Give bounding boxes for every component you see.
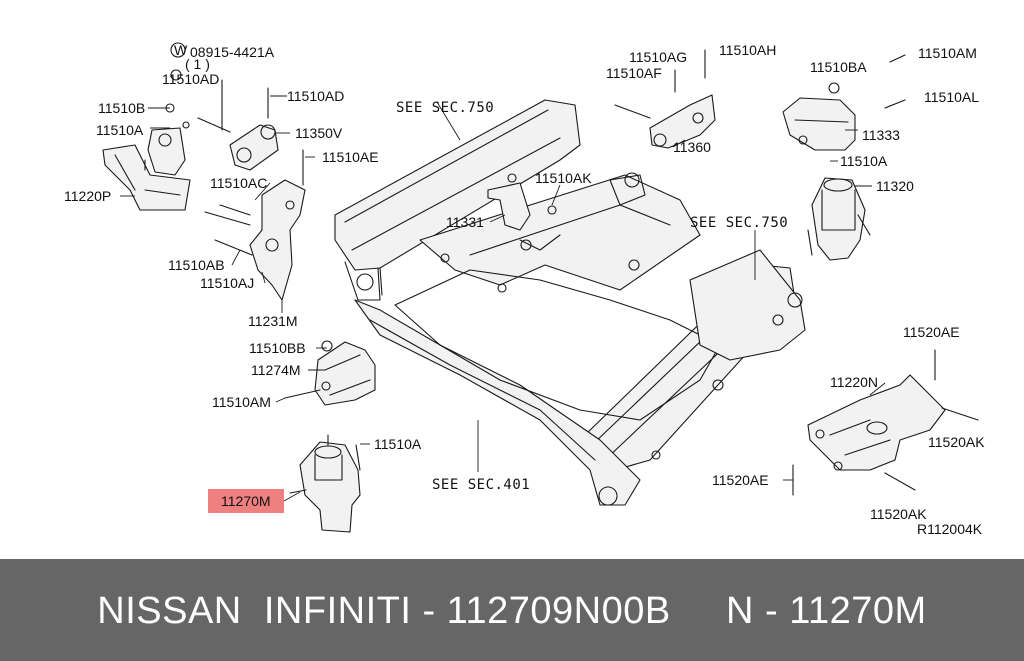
callout-11360: 11360 (673, 139, 711, 155)
callout-11510A-a: 11510A (96, 122, 144, 138)
callout-11510A-b: 11510A (374, 436, 422, 452)
callout-11520AK-a: 11520AK (928, 434, 985, 450)
callout-11350V: 11350V (295, 125, 343, 141)
part-11333 (782, 54, 906, 151)
callout-11520AE-a: 11520AE (903, 324, 960, 340)
callout-11510AE: 11510AE (322, 149, 379, 165)
callout-11220P: 11220P (64, 188, 111, 204)
part-11331-bracket (487, 173, 557, 231)
callout-11510AL: 11510AL (924, 89, 979, 105)
callout-11510AM-a: 11510AM (212, 394, 271, 410)
callout-11231M: 11231M (248, 313, 298, 329)
callout-11510AH: 11510AH (719, 42, 776, 58)
callout-11510B: 11510B (98, 100, 145, 116)
callout-11510AD-b: 11510AD (287, 88, 344, 104)
callout-11510AK: 11510AK (535, 170, 592, 186)
callout-11520AK-b: 11520AK (870, 506, 927, 522)
callout-11510AF: 11510AF (606, 65, 662, 81)
callout-11510AM-b: 11510AM (918, 45, 977, 61)
callout-11520AE-b: 11520AE (712, 472, 769, 488)
diagram-drawing: W 08915-4421A ( 1 ) 11510AD 11510B 11510… (64, 42, 985, 537)
callout-11510AD-a: 11510AD (162, 71, 219, 87)
part-11231M (204, 149, 306, 301)
callout-11510BB: 11510BB (249, 340, 306, 356)
w-symbol-circle (170, 42, 186, 58)
callout-11510AJ: 11510AJ (200, 275, 254, 291)
callout-08915-qty: ( 1 ) (185, 56, 210, 72)
callout-11220N: 11220N (830, 374, 878, 390)
callout-11331: 11331 (446, 214, 484, 230)
front-subframe (334, 99, 806, 506)
leader-lines (120, 95, 886, 502)
callout-11510BA: 11510BA (810, 59, 867, 75)
callout-08915: 08915-4421A (190, 44, 275, 60)
see-sec-750-b: SEE SEC.750 (690, 215, 788, 231)
callout-11510A-c: 11510A (840, 153, 888, 169)
see-sec-750-a: SEE SEC.750 (396, 100, 494, 116)
w-symbol: W (174, 42, 188, 58)
footer-bar (0, 559, 1024, 661)
part-11320 (807, 177, 871, 261)
part-11350V (197, 79, 279, 171)
callout-11274M: 11274M (251, 362, 301, 378)
callout-11333: 11333 (862, 127, 900, 143)
callout-11320: 11320 (876, 178, 914, 194)
part-11274M (284, 340, 376, 406)
highlight-box (208, 489, 284, 513)
part-11360 (614, 49, 716, 149)
part-11270M (289, 434, 361, 533)
callout-11510AG: 11510AG (629, 49, 687, 65)
part-11220P (102, 69, 191, 211)
callout-11510AC: 11510AC (210, 175, 267, 191)
callout-11510AB: 11510AB (168, 257, 225, 273)
reference-code: R112004K (917, 521, 983, 537)
part-11220N (792, 349, 979, 496)
callout-labels: 08915-4421A ( 1 ) 11510AD 11510B 11510A … (64, 42, 985, 537)
callout-11270M: 11270M (221, 493, 271, 509)
see-sec-401: SEE SEC.401 (432, 477, 530, 493)
footer-part-number: NISSAN INFINITI - 112709N00B N - 11270M (97, 590, 927, 632)
